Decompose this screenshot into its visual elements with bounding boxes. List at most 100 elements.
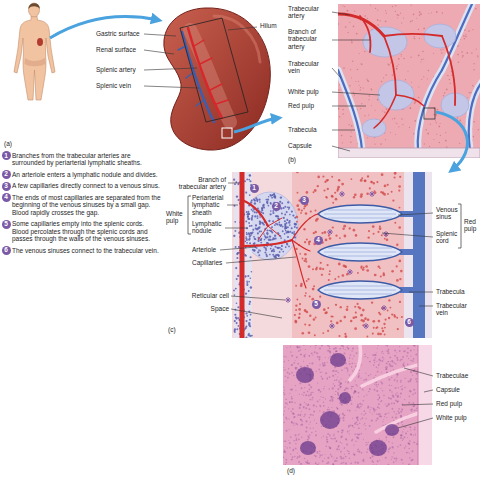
tissue-texture [397,359,399,361]
tissue-texture [351,386,353,388]
lymphocyte [287,226,289,228]
lymphocyte [278,247,280,249]
tissue-texture [293,375,294,376]
red-pulp-texture [466,52,468,54]
lymphocyte [250,256,252,258]
tissue-texture [383,419,384,420]
tissue-texture [347,450,349,452]
tissue-texture [320,406,322,408]
red-pulp-texture [396,14,398,16]
tissue-texture [370,374,371,375]
lymphocyte [284,228,286,230]
red-pulp-texture [418,29,420,31]
red-blood-cell [366,336,368,338]
red-blood-cell [345,335,348,338]
tissue-texture [296,356,298,358]
lymphocyte [253,243,255,245]
leader-line [231,296,285,300]
tissue-texture [379,438,381,440]
tissue-texture [343,353,345,355]
lymphocyte [245,255,247,257]
red-pulp-texture [367,137,368,138]
red-blood-cell [298,308,301,311]
lymphocyte [286,243,288,245]
tissue-texture [343,420,345,422]
tissue-texture [400,411,402,413]
tissue-texture [388,451,390,453]
tissue-texture [320,396,321,397]
red-pulp-texture [409,127,410,128]
red-pulp-texture [413,36,414,37]
red-blood-cell [335,235,337,237]
tissue-texture [396,392,397,393]
tissue-texture [392,442,393,443]
tissue-texture [345,381,346,382]
red-pulp-texture [440,123,441,124]
tissue-texture [392,395,394,397]
red-blood-cell [391,270,394,273]
tissue-texture [292,408,294,410]
tissue-texture [374,383,375,384]
lymphocyte [268,196,270,198]
tissue-texture [344,389,346,391]
red-pulp-texture [361,63,363,65]
tissue-texture [326,446,328,448]
lymphocyte [255,224,257,226]
red-blood-cell [367,318,370,321]
tissue-texture [379,398,380,399]
tissue-texture [288,360,289,361]
tissue-texture [363,461,365,463]
tissue-texture [363,439,364,440]
lymphocyte [251,200,253,202]
lymphocyte [282,230,284,232]
tissue-texture [283,386,284,387]
lymphocyte [287,231,289,233]
red-blood-cell [342,274,345,277]
tissue-texture [295,367,296,368]
red-pulp-texture [375,110,376,111]
tissue-texture [386,405,388,407]
lymphocyte [237,252,239,254]
red-pulp-texture [459,119,461,121]
tissue-texture [329,409,331,411]
tissue-texture [412,360,414,362]
lymphocyte [246,211,248,213]
tissue-texture [321,426,322,427]
lymphocyte [282,207,284,209]
tissue-texture [397,411,399,413]
lymphocyte [257,215,259,217]
tissue-texture [347,431,349,433]
red-blood-cell [304,324,306,326]
lymphocyte [247,214,249,216]
lymphocyte [289,224,291,226]
tissue-texture [370,407,371,408]
tissue-texture [324,386,325,387]
red-pulp-texture [419,14,421,16]
red-blood-cell [313,232,315,234]
lymphocyte [276,215,278,217]
tissue-texture [374,357,376,359]
pointer-arrow [50,17,158,38]
tissue-texture [310,394,312,396]
red-blood-cell [343,225,346,228]
red-pulp-texture [349,85,350,86]
red-blood-cell [357,303,359,305]
red-pulp-texture [387,63,388,64]
lymphocyte [234,328,236,330]
red-pulp-texture [398,64,399,65]
red-blood-cell [329,270,331,272]
red-blood-cell [379,313,381,315]
tissue-texture [329,388,330,389]
red-blood-cell [308,331,311,334]
red-blood-cell [294,314,296,316]
tissue-texture [322,363,323,364]
red-pulp-texture [464,38,466,40]
tissue-texture [307,435,309,437]
lymphocyte [250,314,252,316]
red-blood-cell [313,318,316,321]
red-blood-cell [361,177,363,179]
lymphocyte [245,325,247,327]
tissue-texture [295,390,296,391]
tissue-texture [304,356,306,358]
red-blood-cell [306,311,308,313]
